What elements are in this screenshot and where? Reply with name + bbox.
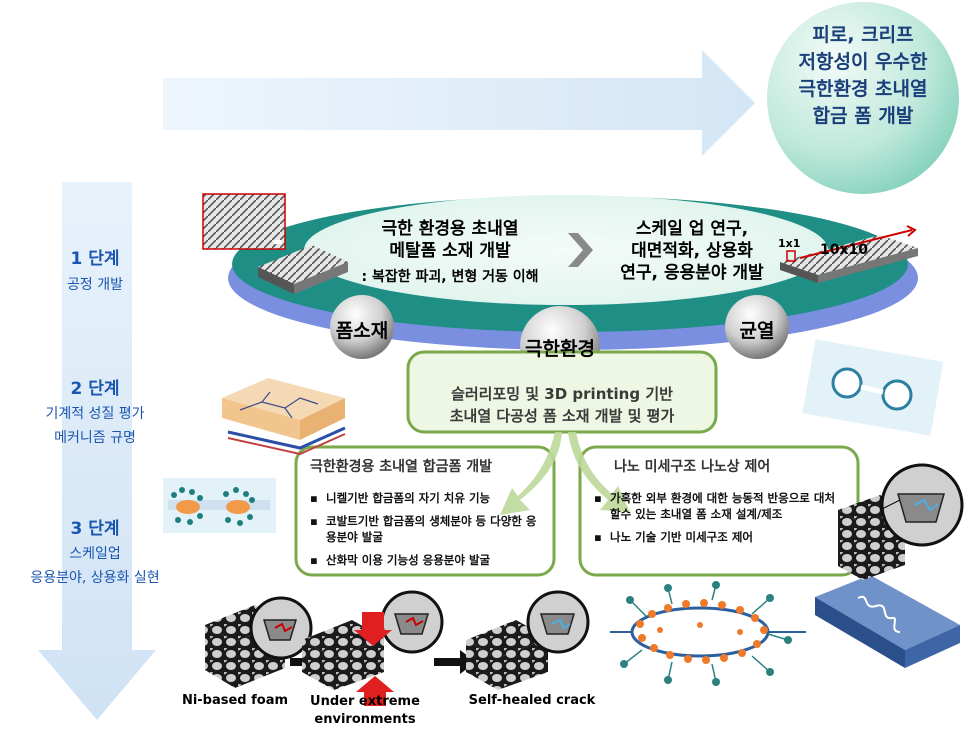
disk-right-text: 스케일 업 연구, 대면적화, 상용화 연구, 응용분야 개발: [592, 218, 792, 284]
goal-line-4: 합금 폼 개발: [812, 105, 914, 127]
list-item: ▪가혹한 외부 환경에 대한 능동적 반응으로 대처할수 있는 초내열 폼 소재…: [594, 491, 836, 521]
caption-extreme: Under extreme environments: [300, 693, 430, 729]
left-panel-list: ▪니켈기반 합금폼의 자기 치유 기능 ▪코발트기반 합금폼의 생체분야 등 다…: [310, 490, 546, 568]
list-item: ▪코발트기반 합금폼의 생체분야 등 다양한 응용분야 발굴: [310, 514, 537, 544]
center-box-text: 슬러리포밍 및 3D printing 기반 초내열 다공성 폼 소재 개발 및…: [412, 383, 712, 427]
list-item: ▪산화막 이용 기능성 응용분야 발굴: [310, 553, 491, 567]
stage-2-desc-1: 기계적 성질 평가: [45, 406, 145, 422]
sphere-foam-label: 폼소재: [335, 320, 389, 342]
nanoparticle-ring: [610, 581, 806, 686]
foam-block-3: [466, 590, 590, 690]
caption-extreme-line-2: environments: [314, 712, 416, 727]
bullet-icon: ▪: [310, 514, 318, 528]
scale-small-label: 1x1: [778, 237, 801, 250]
chevron-right-icon: [568, 233, 593, 267]
disk-right-line-3: 연구, 응용분야 개발: [620, 263, 764, 283]
center-box-line-2: 초내열 다공성 폼 소재 개발 및 평가: [449, 407, 675, 425]
stage-1-title: 1 단계: [70, 249, 120, 269]
goal-line-3: 극한환경 초내열: [798, 78, 928, 100]
disk-left-line-2: 메탈폼 소재 개발: [389, 241, 511, 261]
list-item: ▪니켈기반 합금폼의 자기 치유 기능: [310, 491, 491, 505]
right-panel-list: ▪가혹한 외부 환경에 대한 능동적 반응으로 대처할수 있는 초내열 폼 소재…: [594, 490, 844, 545]
foam-block-1: [205, 596, 313, 688]
caption-extreme-line-1: Under extreme: [310, 694, 420, 709]
disk-right-line-1: 스케일 업 연구,: [635, 219, 749, 239]
stage-3-title: 3 단계: [70, 519, 120, 539]
stage-3-desc-2: 응용분야, 상용화 실현: [30, 570, 160, 586]
right-panel-title: 나노 미세구조 나노상 제어: [614, 459, 771, 475]
left-panel-frame: [294, 445, 556, 577]
disk-inner: [304, 195, 828, 305]
disk-left-sub: : 복잡한 파괴, 변형 거동 이해: [361, 269, 539, 285]
left-panel-title: 극한환경용 초내열 합금폼 개발: [310, 459, 493, 475]
disk-right-line-2: 대면적화, 상용화: [631, 241, 753, 261]
timeline-arrow-horizontal: [163, 50, 755, 156]
caption-foam: Ni-based foam: [181, 693, 289, 708]
bullet-icon: ▪: [310, 553, 318, 567]
disk-left-line-1: 극한 환경용 초내열: [381, 219, 519, 239]
right-panel: 나노 미세구조 나노상 제어 ▪가혹한 외부 환경에 대한 능동적 반응으로 대…: [594, 456, 844, 552]
caption-healed: Self-healed crack: [468, 693, 596, 708]
arrow-down-left-icon: [500, 432, 562, 515]
stage-3-desc-1: 스케일업: [69, 546, 121, 562]
stage-1-desc: 공정 개발: [67, 277, 123, 293]
micrograph-image: [202, 193, 286, 250]
bullet-icon: ▪: [310, 491, 318, 505]
list-item: ▪나노 기술 기반 미세구조 제어: [594, 530, 753, 544]
goal-text: 피로, 크리프 저항성이 우수한 극한환경 초내열 합금 폼 개발: [772, 22, 954, 130]
sphere-foam: [330, 295, 394, 359]
arrow-down-right-icon: [568, 432, 630, 512]
goal-line-1: 피로, 크리프: [812, 24, 914, 46]
scale-large-label: 10x10: [820, 242, 868, 258]
bullet-icon: ▪: [594, 530, 602, 544]
goal-circle: [767, 2, 959, 194]
sphere-crack-label: 균열: [739, 320, 775, 342]
disk-left-text: 극한 환경용 초내열 메탈폼 소재 개발 : 복잡한 파괴, 변형 거동 이해: [330, 218, 570, 288]
foam-block-2: [302, 590, 444, 706]
center-box-line-1: 슬러리포밍 및 3D printing 기반: [451, 385, 673, 403]
left-panel: 극한환경용 초내열 합금폼 개발 ▪니켈기반 합금폼의 자기 치유 기능 ▪코발…: [310, 456, 546, 575]
goal-line-2: 저항성이 우수한: [798, 51, 928, 73]
stage-2-title: 2 단계: [70, 379, 120, 399]
bullet-icon: ▪: [594, 491, 602, 505]
timeline-arrow-vertical: [38, 182, 156, 720]
stage-2-desc-2: 메커니즘 규명: [54, 430, 136, 446]
sphere-extreme-label: 극한환경: [525, 338, 595, 360]
sphere-crack: [725, 295, 789, 359]
